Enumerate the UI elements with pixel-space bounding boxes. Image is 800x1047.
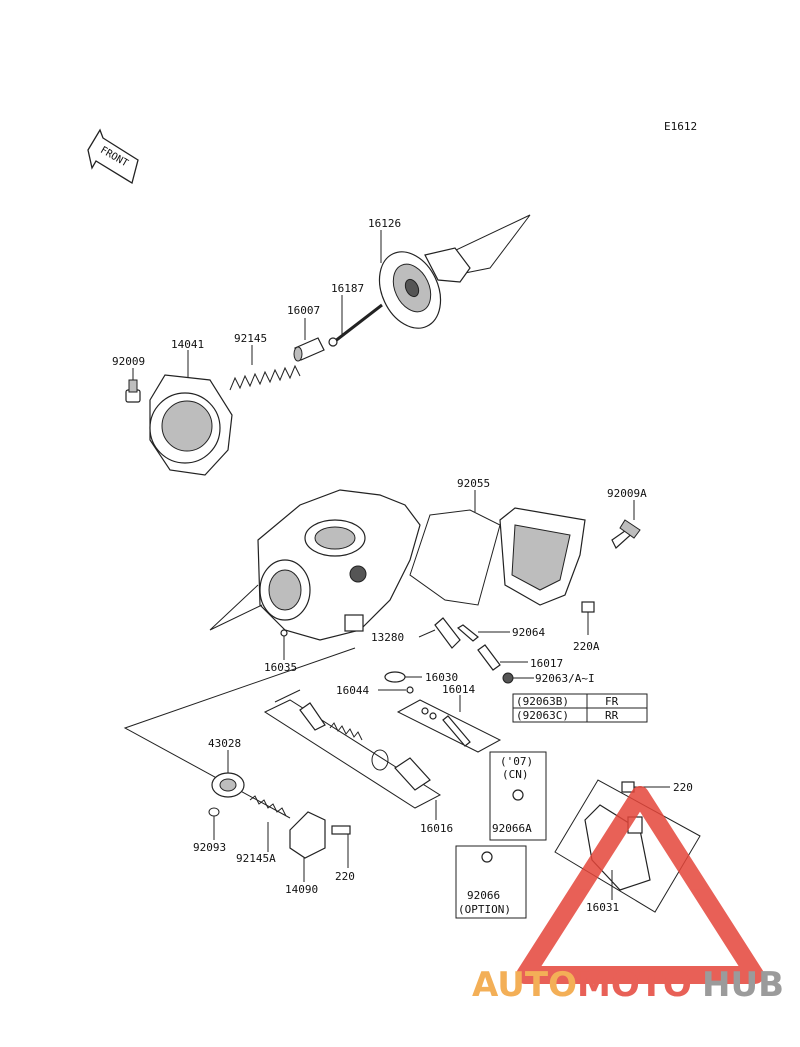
label-13280: 13280 [371,631,404,644]
box-option [455,845,527,919]
watermark-triangle-icon [516,786,764,984]
part-float-bowl [499,507,586,606]
watermark-logo: AUTO MOTO HUB [472,786,784,1005]
diagram-code: E1612 [664,120,697,133]
part-16126-diaphragm [378,247,471,329]
label-92063: 92063/A~I [535,672,595,685]
label-220A: 220A [573,640,600,653]
label-16014: 16014 [442,683,475,696]
label-16044: 16044 [336,684,369,697]
part-92009A-screw [611,500,641,549]
watermark-part2: MOTO [577,965,692,1005]
variant-code-2: (92063C) [516,709,569,722]
label-16187: 16187 [331,282,364,295]
label-92066: 92066 [467,889,500,902]
part-16030-16044 [378,671,422,694]
box-option-note: (OPTION) [458,903,511,916]
kit-16014-box [396,695,502,753]
label-43028: 43028 [208,737,241,750]
box-cn-variant [489,751,547,841]
label-220-lower: 220 [335,870,355,883]
label-92066A: 92066A [492,822,532,835]
variant-code-1: (92063B) [516,695,569,708]
part-16007-holder [293,318,325,362]
part-accelerator-pump [208,750,351,882]
label-16126: 16126 [368,217,401,230]
label-14041: 14041 [171,338,204,351]
label-14090: 14090 [285,883,318,896]
label-92145: 92145 [234,332,267,345]
label-92009: 92009 [112,355,145,368]
label-16016: 16016 [420,822,453,835]
part-220A-screw [581,601,595,635]
variant-table [512,693,648,723]
label-92093: 92093 [193,841,226,854]
label-92145A: 92145A [236,852,276,865]
part-92145-spring [229,345,301,391]
watermark-part3: HUB [702,965,784,1005]
part-14041-top-cover [149,350,233,476]
label-16035: 16035 [264,661,297,674]
front-arrow-icon: FRONT [87,128,139,185]
upper-guide-lines [380,214,531,276]
part-92055-gasket [409,490,501,606]
variant-pos-2: RR [605,709,619,722]
part-16187-needle [328,295,383,347]
box-cn-line2: (CN) [502,768,529,781]
label-16031: 16031 [586,901,619,914]
watermark-part1: AUTO [472,965,577,1005]
label-16017: 16017 [530,657,563,670]
part-labels: 16126 16187 16007 92145 14041 92009 9205… [112,217,693,916]
label-16007: 16007 [287,304,320,317]
label-92064: 92064 [512,626,545,639]
part-carburetor-body [209,489,421,660]
label-92055: 92055 [457,477,490,490]
kit-16016-box [263,699,442,820]
part-92009-screw [125,368,141,403]
variant-pos-1: FR [605,695,619,708]
label-16030: 16030 [425,671,458,684]
box-cn-line1: ('07) [500,755,533,768]
label-220-upper: 220 [673,781,693,794]
label-92009A: 92009A [607,487,647,500]
part-jets-upper [418,617,534,684]
